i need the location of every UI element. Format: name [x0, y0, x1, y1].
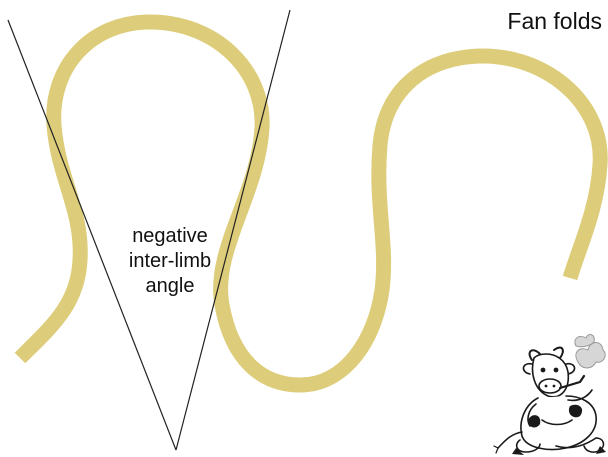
right-limb-line: [175, 9, 291, 451]
angle-label-line-2: inter-limb: [128, 250, 212, 272]
angle-label-line-1: negative: [132, 225, 208, 247]
smoke-icon: [574, 334, 606, 369]
left-limb-line: [7, 19, 177, 451]
angle-label-line-3: angle: [145, 275, 195, 297]
diagram-title: Fan folds: [507, 8, 602, 34]
folded-layer: [14, 14, 608, 393]
angle-label: negative inter-limb angle: [104, 224, 236, 299]
bull-mascot-icon: [493, 334, 606, 455]
